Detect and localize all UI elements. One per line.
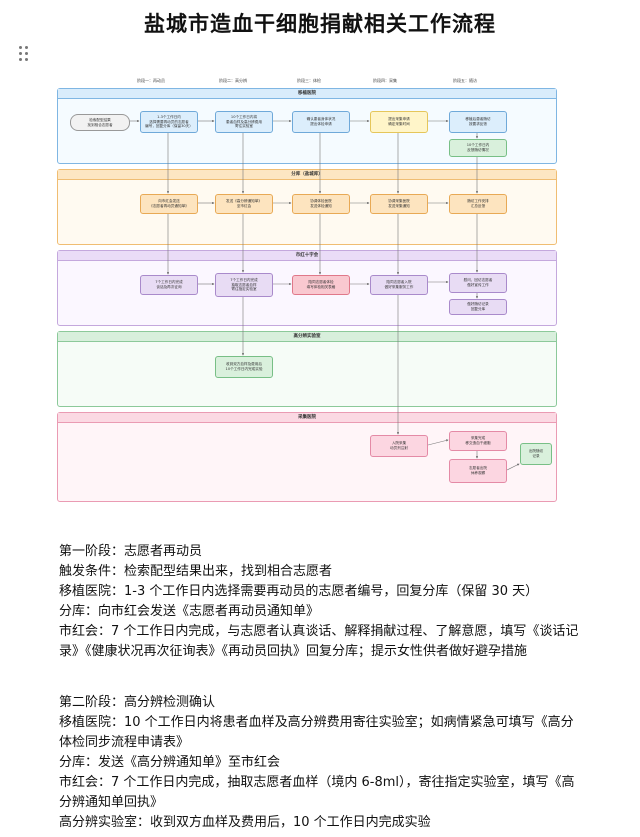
lane-lab: 高分辨实验室 收到双方血样及费用后 10个工作日内完成实验 <box>57 331 557 407</box>
text-line: 移植医院：1-3 个工作日内选择需要再动员的志愿者编号，回复分库（保留 30 天… <box>59 584 539 599</box>
lane-collection-hospital: 采集医院 入院采集 动员剂注射 采集完成 移交造血干细胞 志愿者出院 休养观察 … <box>57 412 557 502</box>
stage-label: 阶段四：采集 <box>373 78 397 83</box>
flow-box: 陪同志愿者入院 做好采集服务工作 <box>370 275 428 295</box>
heading-stage-two: 第二阶段：高分辨检测确认 <box>59 695 216 710</box>
text-line: 市红会：7 个工作日内完成，抽取志愿者血样（境内 6-8ml），寄往指定实验室，… <box>59 775 575 790</box>
flow-box: 做好随访记录 回复分库 <box>449 299 507 315</box>
text-line: 分库：发送《高分辨通知单》至市红会 <box>59 755 281 770</box>
page-title: 盐城市造血干细胞捐献相关工作流程 <box>144 11 496 36</box>
flow-box: 协调体检医院 发送体检通知 <box>292 194 350 214</box>
stage-label: 阶段二：高分辨 <box>219 78 247 83</box>
lane-title: 移植医院 <box>58 89 556 99</box>
text-line: 分库：向市红会发送《志愿者再动员通知单》 <box>59 604 320 619</box>
flow-box: 7个工作日内完成 谈话及再次征询 <box>140 275 198 295</box>
flow-box: 采集完成 移交造血干细胞 <box>449 431 507 451</box>
flow-box: 慰问、回访志愿者 做好宣传工作 <box>449 273 507 293</box>
flow-box: 收到双方血样及费用后 10个工作日内完成实验 <box>215 356 273 378</box>
lane-title: 分库（盐城库） <box>58 170 556 180</box>
flowchart: 阶段一：再动员 阶段二：高分辨 阶段三：体检 阶段四：采集 阶段五：随访 移植医… <box>57 74 557 504</box>
flow-box: 10个工作日内将 患者血样及高分辨费用 寄往实验室 <box>215 111 273 133</box>
flow-box: 入院采集 动员剂注射 <box>370 435 428 457</box>
flow-box: 发送《高分辨通知单》 至市红会 <box>215 194 273 214</box>
lane-title: 采集医院 <box>58 413 556 423</box>
flow-box: 移植后患者随访 按要求反馈 <box>449 111 507 133</box>
flow-box: 出院随访 记录 <box>520 443 552 465</box>
flow-box: 确认患者身体状况 提出体检申请 <box>292 111 350 133</box>
heading-stage-one: 第一阶段：志愿者再动员 <box>59 544 203 559</box>
flow-box: 提出采集申请 确定采集时间 <box>370 111 428 133</box>
flow-box: 检索配型结果 找到相合志愿者 <box>70 114 130 131</box>
text-line: 高分辨实验室：收到双方血样及费用后，10 个工作日内完成实验 <box>59 815 431 830</box>
lane-title: 市红十字会 <box>58 251 556 261</box>
drag-handle-icon[interactable] <box>19 46 29 62</box>
stage-label: 阶段五：随访 <box>453 78 477 83</box>
flow-box: 陪同志愿者体检 填写体检相关表格 <box>292 275 350 295</box>
text-line: 移植医院：10 个工作日内将患者血样及高分辨费用寄往实验室；如病情紧急可填写《高… <box>59 715 574 730</box>
lane-title: 高分辨实验室 <box>58 332 556 342</box>
text-line: 录》《健康状况再次征询表》《再动员回执》回复分库；提示女性供者做好避孕措施 <box>59 644 528 659</box>
stage-description: 第一阶段：志愿者再动员 触发条件：检索配型结果出来，找到相合志愿者 移植医院：1… <box>59 542 619 662</box>
flow-box: 7个工作日内完成 抽取志愿者血样 寄往指定实验室 <box>215 273 273 297</box>
lane-transplant-hospital: 移植医院 检索配型结果 找到相合志愿者 1-3个工作日内 选择需要再动员的志愿者… <box>57 88 557 164</box>
text-line: 触发条件：检索配型结果出来，找到相合志愿者 <box>59 564 333 579</box>
lane-red-cross: 市红十字会 7个工作日内完成 谈话及再次征询 7个工作日内完成 抽取志愿者血样 … <box>57 250 557 326</box>
text-line: 体检同步流程申请表》 <box>59 735 190 750</box>
stage-label: 阶段三：体检 <box>297 78 321 83</box>
flow-box: 协调采集医院 发送采集通知 <box>370 194 428 214</box>
flow-box: 随访工作安排 汇总反馈 <box>449 194 507 214</box>
flow-connectors <box>130 119 520 471</box>
flow-box: 向市红会发送 《志愿者再动员通知单》 <box>140 194 198 214</box>
text-line: 市红会：7 个工作日内完成，与志愿者认真谈话、解释捐献过程、了解意愿，填写《谈话… <box>59 624 579 639</box>
flow-box: 志愿者出院 休养观察 <box>449 459 507 483</box>
flow-box: 10个工作日内 反馈随访情况 <box>449 139 507 157</box>
flow-box: 1-3个工作日内 选择需要再动员的志愿者 编号，回复分库（保留30天） <box>140 111 198 133</box>
stage-label: 阶段一：再动员 <box>137 78 165 83</box>
text-line: 分辨通知单回执》 <box>59 795 164 810</box>
lane-branch-bank: 分库（盐城库） 向市红会发送 《志愿者再动员通知单》 发送《高分辨通知单》 至市… <box>57 169 557 245</box>
stage-description: 第二阶段：高分辨检测确认 移植医院：10 个工作日内将患者血样及高分辨费用寄往实… <box>59 693 619 833</box>
